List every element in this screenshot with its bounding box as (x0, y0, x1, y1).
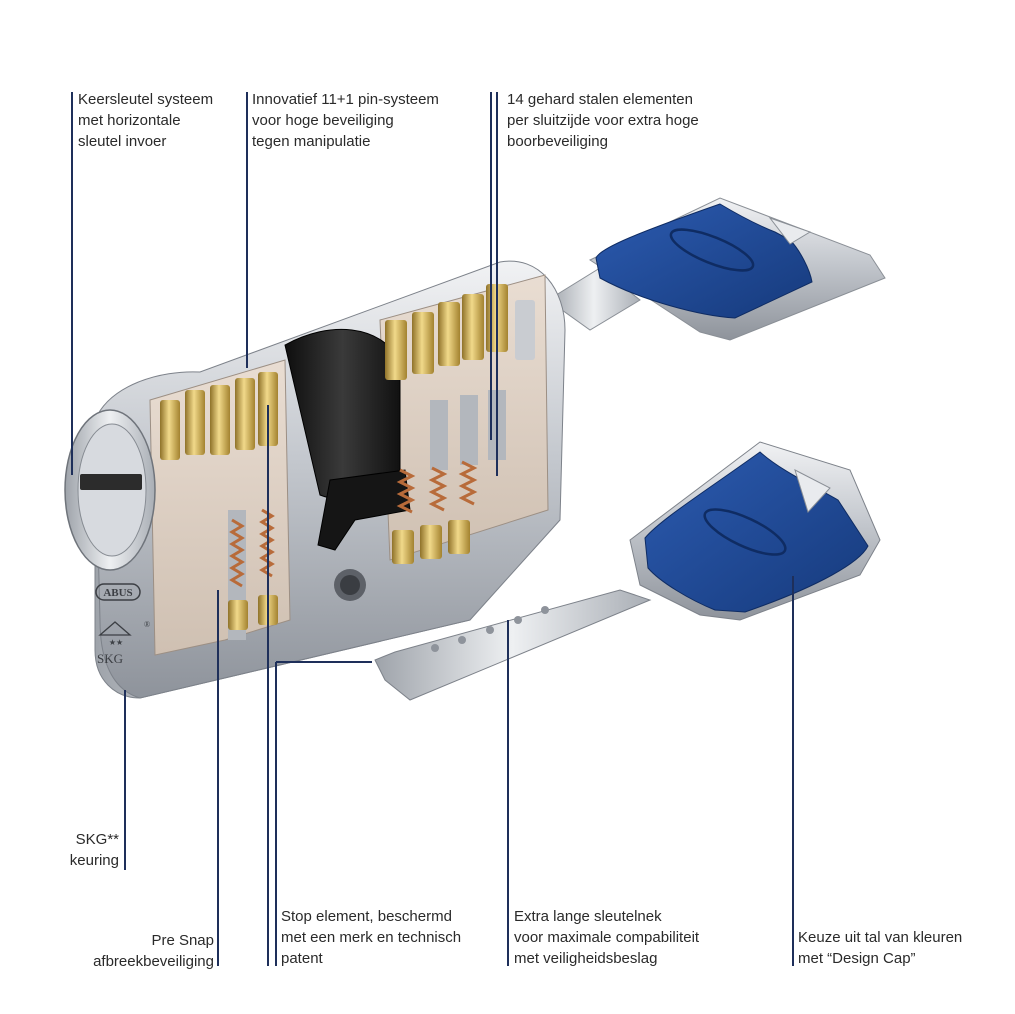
callout-design-cap: Keuze uit tal van kleuren met “Design Ca… (798, 929, 963, 967)
brand-engraving: ABUS (103, 587, 132, 599)
lower-key (374, 441, 881, 701)
leader-lines (71, 92, 794, 966)
callout-stop-element: Stop element, beschermd met een merk en … (281, 908, 462, 967)
svg-text:★★: ★★ (109, 638, 123, 647)
upper-key (547, 197, 886, 341)
registered-mark: ® (144, 620, 150, 629)
callout-pin-systeem: Innovatief 11+1 pin-systeem voor hoge be… (252, 91, 439, 150)
callout-sleutelnek: Extra lange sleutelnek voor maximale com… (514, 908, 700, 967)
callout-keersleutel: Keersleutel systeem met horizontale sleu… (78, 91, 214, 150)
body-engraving: ABUS ★★ ® SKG (95, 583, 150, 666)
skg-engraving: SKG (97, 651, 123, 666)
callout-skg: SKG** keuring (69, 831, 119, 869)
callout-gehard-staal: 14 gehard stalen elementen per sluitzijd… (507, 91, 699, 150)
callout-pre-snap: Pre Snap afbreekbeveiliging (93, 932, 214, 970)
brass-pins-left (160, 372, 278, 640)
